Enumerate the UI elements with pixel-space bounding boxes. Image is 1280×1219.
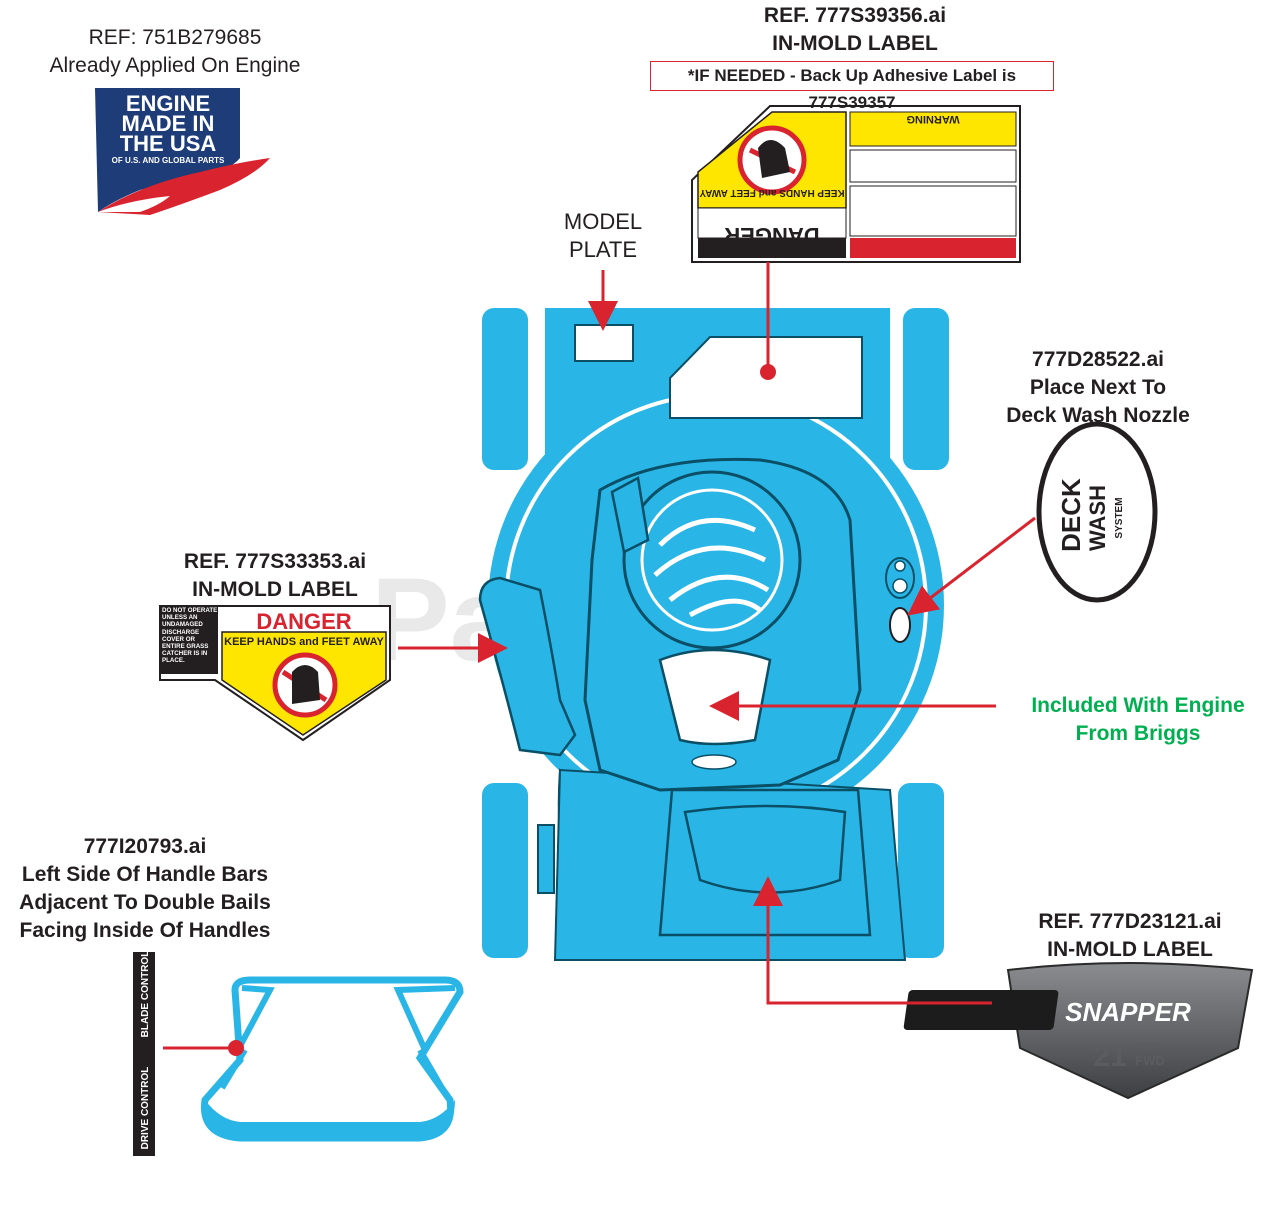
- briggs-logo: [691, 754, 737, 770]
- badge-line4: OF U.S. AND GLOBAL PARTS: [112, 156, 225, 165]
- snapper-drive: FWD: [1135, 1053, 1165, 1068]
- top-label-dot: [760, 364, 776, 380]
- snapper-ref: REF. 777D23121.ai: [1038, 910, 1222, 933]
- model-plate-window: [574, 324, 634, 362]
- rear-left-wheel: [482, 783, 528, 958]
- side-danger-text: DANGER: [256, 609, 351, 634]
- snapper-caption: REF. 777D23121.ai IN-MOLD LABEL: [1000, 908, 1260, 964]
- rear-right-wheel: [898, 783, 944, 958]
- badge-line3: THE USA: [120, 131, 217, 156]
- strip-blade-control: BLADE CONTROL: [140, 951, 151, 1038]
- model-plate-line1: MODEL: [563, 209, 643, 234]
- front-right-wheel: [903, 308, 949, 470]
- engine-usa-badge: ENGINE MADE IN THE USA OF U.S. AND GLOBA…: [95, 88, 270, 215]
- snapper-inch: INCH: [1137, 1042, 1161, 1053]
- mower-diagram: [478, 308, 949, 961]
- flywheel-cover: [622, 470, 802, 650]
- handle-bar-diagram: [200, 976, 464, 1142]
- top-warning-text-1: WARNING: [906, 113, 959, 125]
- handle-label-ref: 777I20793.ai: [83, 835, 207, 858]
- deck-wash-line3: Deck Wash Nozzle: [1006, 404, 1190, 427]
- top-label-caption: REF. 777S39356.ai IN-MOLD LABEL: [690, 2, 1020, 58]
- backup-note-box: *IF NEEDED - Back Up Adhesive Label is 7…: [650, 61, 1054, 112]
- badge-deck: DECK: [1056, 478, 1086, 552]
- top-danger-sub: KEEP HANDS and FEET AWAY: [699, 187, 845, 198]
- deck-wash-ref: 777D28522.ai: [1032, 348, 1164, 371]
- handle-label-caption: 777I20793.ai Left Side Of Handle Bars Ad…: [0, 833, 290, 945]
- deck-wash-arrow: [907, 516, 1036, 616]
- control-strip-label: BLADE CONTROL DRIVE CONTROL: [133, 951, 155, 1156]
- badge-line1: ENGINE: [126, 91, 210, 116]
- model-plate-line2: PLATE: [568, 237, 638, 262]
- badge-line2: MADE IN: [122, 111, 215, 136]
- front-left-wheel: [482, 308, 528, 470]
- side-label-ref: REF. 777S33353.ai: [183, 550, 367, 573]
- side-inmold-label: DO NOT OPERATE UNLESS AN UNDAMAGED DISCH…: [159, 605, 391, 742]
- engine-label-window: [658, 648, 772, 746]
- flywheel-inner: [640, 488, 784, 632]
- snapper-badge: SNAPPER 21 INCH FWD: [903, 962, 1254, 1100]
- top-label-ref: REF. 777S39356.ai: [763, 4, 947, 27]
- deck-wash-line2: Place Next To: [1029, 376, 1167, 399]
- snapper-brand: SNAPPER: [1065, 997, 1191, 1027]
- engine-note-line1: Included With Engine: [1031, 694, 1245, 717]
- model-plate-caption: MODEL PLATE: [543, 208, 663, 264]
- deck-wash-nozzle: [885, 557, 915, 643]
- rear-height-lever: [537, 824, 555, 894]
- deck-wash-caption: 777D28522.ai Place Next To Deck Wash Noz…: [980, 346, 1216, 430]
- side-label-type: IN-MOLD LABEL: [192, 578, 358, 601]
- snapper-type: IN-MOLD LABEL: [1047, 938, 1213, 961]
- engine-badge-caption: REF: 751B279685 Already Applied On Engin…: [20, 24, 330, 80]
- backup-note-text: *IF NEEDED - Back Up Adhesive Label is 7…: [687, 66, 1017, 112]
- top-inmold-label: DANGER KEEP HANDS and FEET AWAY WARNING: [691, 105, 1021, 263]
- deck-wash-label-spot: [889, 607, 911, 643]
- engine-note-caption: Included With Engine From Briggs: [1000, 692, 1276, 748]
- engine-note-line2: From Briggs: [1075, 722, 1201, 745]
- deck-wash-badge: DECK WASH SYSTEM: [1036, 421, 1158, 603]
- strip-drive-control: DRIVE CONTROL: [140, 1067, 151, 1150]
- side-danger-sub: KEEP HANDS and FEET AWAY: [224, 636, 384, 648]
- top-label-type: IN-MOLD LABEL: [772, 32, 938, 55]
- side-warning-text: DO NOT OPERATE UNLESS AN UNDAMAGED DISCH…: [162, 607, 218, 665]
- handle-label-dot: [228, 1040, 244, 1056]
- side-discharge-door: [478, 576, 577, 757]
- snapper-size: 21: [1093, 1040, 1126, 1073]
- flywheel-swirl: [653, 517, 770, 618]
- side-label-caption: REF. 777S33353.ai IN-MOLD LABEL: [150, 548, 400, 604]
- badge-wash: WASH: [1085, 485, 1110, 551]
- engine-badge-ref: REF: 751B279685: [88, 26, 262, 49]
- snapper-line: [753, 876, 992, 1005]
- recoil-handle: [610, 476, 650, 554]
- engine-badge-note: Already Applied On Engine: [49, 54, 301, 77]
- handle-label-line3: Adjacent To Double Bails: [19, 891, 271, 914]
- rear-discharge-panel: [683, 804, 847, 894]
- badge-system: SYSTEM: [1114, 497, 1125, 538]
- callout-lines: [163, 262, 1036, 1056]
- handle-label-line4: Facing Inside Of Handles: [19, 919, 271, 942]
- handle-label-line2: Left Side Of Handle Bars: [21, 863, 269, 886]
